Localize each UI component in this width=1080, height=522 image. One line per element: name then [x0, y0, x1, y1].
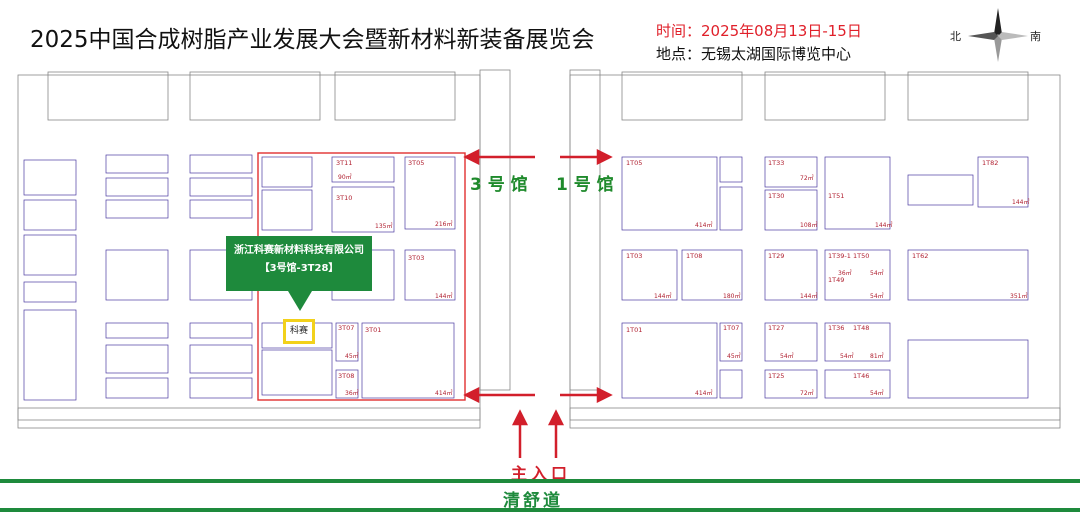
booth-id-1T33: 1T33: [768, 159, 784, 167]
booth-area-1T33: 72㎡: [800, 174, 814, 182]
booth-id-1T48: 1T48: [853, 324, 869, 332]
booth-id-1T25: 1T25: [768, 372, 784, 380]
booth-area-1T01: 414㎡: [695, 389, 712, 397]
event-time: 时间：2025年08月13日-15日: [656, 22, 862, 40]
kesai-booth-marker[interactable]: 科赛: [283, 319, 315, 344]
booth-id-1T49: 1T49: [828, 276, 844, 284]
booth-area-3T07: 45㎡: [345, 352, 359, 360]
compass-south-label: 南: [1030, 30, 1041, 43]
booth-id-3T01: 3T01: [365, 326, 381, 334]
booth-id-3T05: 3T05: [408, 159, 424, 167]
booth-id-3T11: 3T11: [336, 159, 352, 167]
company-name: 浙江科赛新材料科技有限公司: [234, 245, 364, 256]
booth-id-1T08: 1T08: [686, 252, 702, 260]
booth-area-1T46: 54㎡: [870, 389, 884, 397]
callout-arrow-icon: [288, 291, 312, 311]
booth-id-1T51: 1T51: [828, 192, 844, 200]
direction-arrows: [463, 148, 613, 458]
booth-id-3T10: 3T10: [336, 194, 352, 202]
booth-area-1T03: 144㎡: [654, 292, 671, 300]
booth-id-1T82: 1T82: [982, 159, 998, 167]
booth-id-1T46: 1T46: [853, 372, 869, 380]
booth-id-1T05: 1T05: [626, 159, 642, 167]
booth-area-1T07: 45㎡: [727, 352, 741, 360]
booth-area-1T82: 144㎡: [1012, 198, 1029, 206]
booth-area-1T48: 81㎡: [870, 352, 884, 360]
booth-area-1T30: 108㎡: [800, 221, 817, 229]
booth-area-3T05: 216㎡: [435, 220, 452, 228]
booth-id-1T62: 1T62: [912, 252, 928, 260]
booth-id-3T03: 3T03: [408, 254, 424, 262]
booth-area-3T01: 414㎡: [435, 389, 452, 397]
booth-area-1T08: 180㎡: [723, 292, 740, 300]
booth-area-1T51: 144㎡: [875, 221, 892, 229]
booth-id-3T07: 3T07: [338, 324, 354, 332]
booth-id-3T08: 3T08: [338, 372, 354, 380]
highlight-company-callout: 浙江科赛新材料科技有限公司 【3号馆-3T28】: [226, 236, 372, 291]
callout-stem: [295, 285, 305, 295]
hall3-booths: [23, 154, 456, 401]
booth-id-1T03: 1T03: [626, 252, 642, 260]
booth-id-1T01: 1T01: [626, 326, 642, 334]
booth-id-1T50: 1T50: [853, 252, 869, 260]
hall1-booths: [621, 156, 1029, 399]
booth-area-1T62: 351㎡: [1010, 292, 1027, 300]
map-title: 2025中国合成树脂产业发展大会暨新材料新装备展览会: [30, 27, 595, 53]
booth-area-3T03: 144㎡: [435, 292, 452, 300]
booth-id-1T39-1: 1T39-1: [828, 252, 851, 260]
road-line-bottom: [0, 508, 1080, 512]
booth-id-1T30: 1T30: [768, 192, 784, 200]
booth-area-1T05: 414㎡: [695, 221, 712, 229]
booth-id-1T27: 1T27: [768, 324, 784, 332]
booth-id-1T36: 1T36: [828, 324, 844, 332]
booth-area-3T08: 36㎡: [345, 389, 359, 397]
hall1-label: 1 号 馆: [556, 175, 614, 195]
compass-rose-icon: [968, 8, 1028, 62]
booth-area-3T10: 135㎡: [375, 222, 392, 230]
company-booth: 【3号馆-3T28】: [259, 263, 339, 274]
event-place: 地点：无锡太湖国际博览中心: [656, 45, 852, 63]
booth-area-1T36: 54㎡: [840, 352, 854, 360]
booth-area-1T29: 144㎡: [800, 292, 817, 300]
main-entrance-label: 主入口: [511, 464, 572, 483]
road-name: 清舒道: [503, 491, 563, 511]
compass: 北 南: [950, 6, 1045, 64]
booth-id-1T29: 1T29: [768, 252, 784, 260]
hall3-label: 3 号 馆: [470, 175, 528, 195]
booth-area-1T39-1: 36㎡: [838, 269, 852, 277]
road-line-top: [0, 479, 1080, 483]
booth-area-1T27: 54㎡: [780, 352, 794, 360]
booth-area-3T11: 90㎡: [338, 173, 352, 181]
booth-area-1T25: 72㎡: [800, 389, 814, 397]
booth-area-1T49: 54㎡: [870, 292, 884, 300]
booth-id-1T07: 1T07: [723, 324, 739, 332]
compass-north-label: 北: [950, 30, 961, 43]
booth-area-1T50: 54㎡: [870, 269, 884, 277]
